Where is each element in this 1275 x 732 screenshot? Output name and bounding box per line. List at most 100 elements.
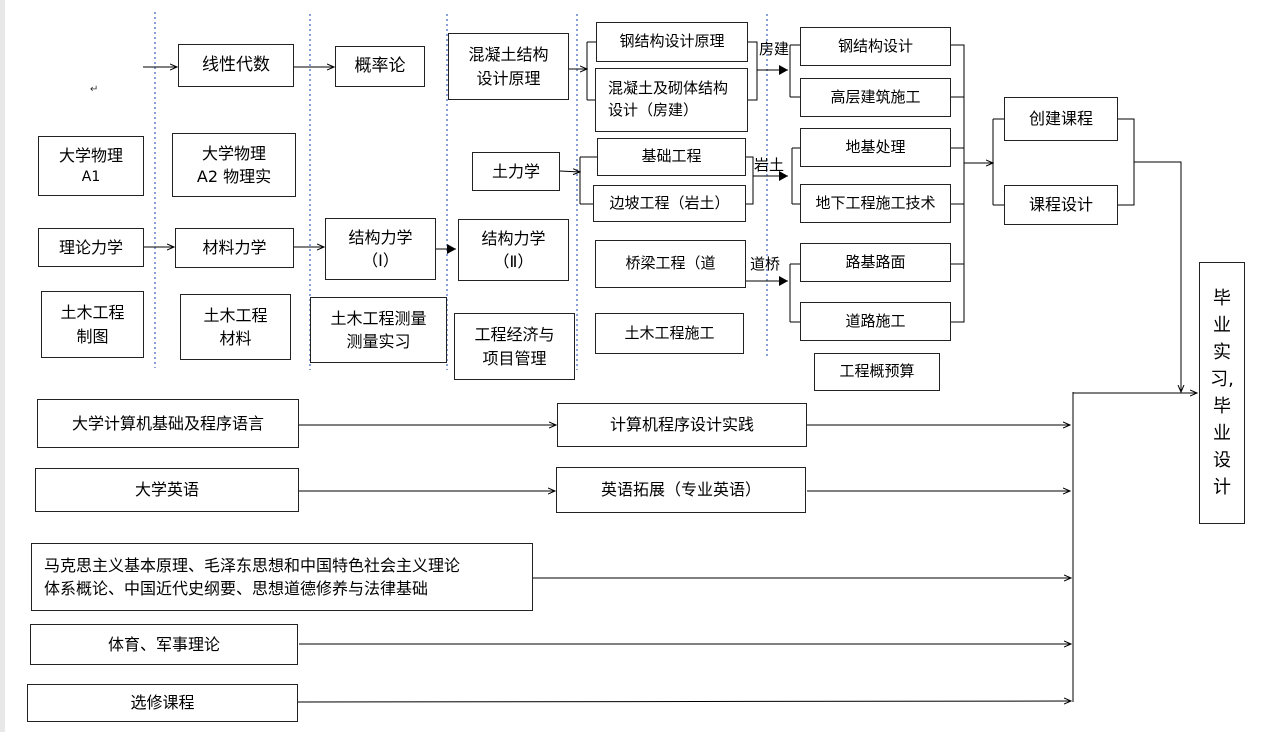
probability-box: 概率论 xyxy=(335,46,425,87)
physics-a1-line2: A1 xyxy=(81,169,101,186)
ground-treatment-box: 地基处理 xyxy=(800,128,951,167)
underground-construction-box: 地下工程施工技术 xyxy=(800,184,951,223)
graduation-char: 习, xyxy=(1210,369,1234,390)
physics-a1-box: 大学物理 A1 xyxy=(38,136,144,196)
civil-drawing-line2: 制图 xyxy=(76,326,109,346)
graduation-char: 设 xyxy=(1213,450,1231,471)
steel-principle-box: 钢结构设计原理 xyxy=(596,22,748,62)
surveying-box: 土木工程测量测量实习 xyxy=(310,297,447,363)
physics-a2-line1: 大学物理 xyxy=(201,143,266,163)
foundation-engineering-box: 基础工程 xyxy=(597,138,746,176)
structural-mechanics-2-box: 结构力学 （Ⅱ） xyxy=(458,219,569,281)
programming-practice-box: 计算机程序设计实践 xyxy=(557,403,807,447)
civil-construction-label: 土木工程施工 xyxy=(624,323,715,342)
computer-basics-label: 大学计算机基础及程序语言 xyxy=(71,413,264,433)
engineering-economics-line2: 项目管理 xyxy=(482,348,547,368)
civil-materials-line2: 材料 xyxy=(219,329,252,348)
english-extension-label: 英语拓展（专业英语） xyxy=(600,480,761,500)
highrise-construction-label: 高层建筑施工 xyxy=(830,87,921,106)
political-theory-box: 马克思主义基本原理、毛泽东思想和中国特色社会主义理论体系概论、中国近代史纲要、思… xyxy=(31,543,533,611)
concrete-principle-line2: 设计原理 xyxy=(476,68,541,88)
physics-a1-line1: 大学物理 xyxy=(58,146,123,166)
theoretical-mechanics-label: 理论力学 xyxy=(58,237,123,257)
political-theory-line1: 马克思主义基本原理、毛泽东思想和中国特色社会主义理论 xyxy=(44,555,461,575)
foundation-engineering-label: 基础工程 xyxy=(641,147,702,166)
concrete-masonry-line1: 混凝土及砌体结构 xyxy=(608,79,729,98)
surveying-line2: 测量实习 xyxy=(346,332,411,351)
electives-label: 选修课程 xyxy=(130,693,195,713)
course-project-label: 创建课程 xyxy=(1028,109,1093,129)
course-design-label: 课程设计 xyxy=(1028,195,1093,215)
concrete-principle-line1: 混凝土结构 xyxy=(468,45,549,65)
civil-materials-line1: 土木工程 xyxy=(203,305,268,325)
civil-construction-box: 土木工程施工 xyxy=(595,313,744,354)
course-project-box: 创建课程 xyxy=(1004,97,1118,141)
graduation-char: 业 xyxy=(1213,423,1231,444)
structural-mechanics-2-line1: 结构力学 xyxy=(481,228,546,248)
road-construction-box: 道路施工 xyxy=(800,302,951,341)
connectors xyxy=(143,41,1197,702)
probability-label: 概率论 xyxy=(354,56,406,77)
electives-box: 选修课程 xyxy=(27,684,298,722)
material-mechanics-box: 材料力学 xyxy=(175,228,294,268)
political-theory-line2: 体系概论、中国近代史纲要、思想道德修养与法律基础 xyxy=(44,579,429,598)
college-english-box: 大学英语 xyxy=(35,468,299,512)
civil-drawing-box: 土木工程制图 xyxy=(41,291,144,358)
road-construction-label: 道路施工 xyxy=(845,311,906,330)
window-edge xyxy=(0,0,5,732)
pe-military-label: 体育、军事理论 xyxy=(107,634,220,654)
engineering-economics-box: 工程经济与项目管理 xyxy=(454,313,575,380)
paragraph-mark: ↵ xyxy=(90,84,99,95)
graduation-char: 实 xyxy=(1213,342,1231,363)
linear-algebra-label: 线性代数 xyxy=(202,55,270,76)
branch-label-geotechnical: 岩土 xyxy=(754,156,785,174)
structural-mechanics-2-line2: （Ⅱ） xyxy=(493,252,534,271)
steel-design-box: 钢结构设计 xyxy=(800,27,951,66)
steel-principle-label: 钢结构设计原理 xyxy=(619,32,725,51)
bridge-engineering-box: 桥梁工程（道 xyxy=(595,240,746,288)
civil-materials-box: 土木工程材料 xyxy=(180,294,291,360)
subgrade-pavement-label: 路基路面 xyxy=(845,252,906,271)
budget-box: 工程概预算 xyxy=(814,353,940,391)
theoretical-mechanics-box: 理论力学 xyxy=(38,228,144,267)
programming-practice-label: 计算机程序设计实践 xyxy=(609,415,754,435)
slope-engineering-box: 边坡工程（岩土） xyxy=(593,185,746,222)
soil-mechanics-label: 土力学 xyxy=(491,161,540,181)
graduation-char: 计 xyxy=(1213,477,1231,498)
bridge-engineering-label: 桥梁工程（道 xyxy=(625,254,716,273)
highrise-construction-box: 高层建筑施工 xyxy=(800,78,951,117)
course-design-box: 课程设计 xyxy=(1004,185,1118,225)
underground-construction-label: 地下工程施工技术 xyxy=(815,193,936,212)
slope-engineering-label: 边坡工程（岩土） xyxy=(609,193,730,212)
engineering-economics-line1: 工程经济与 xyxy=(474,325,555,345)
ground-treatment-label: 地基处理 xyxy=(845,137,906,156)
structural-mechanics-1-line1: 结构力学 xyxy=(348,227,413,247)
material-mechanics-label: 材料力学 xyxy=(202,238,267,258)
budget-label: 工程概预算 xyxy=(839,362,915,381)
graduation-char: 毕 xyxy=(1213,288,1231,309)
physics-a2-line2: A2 物理实 xyxy=(196,167,272,186)
civil-drawing-line1: 土木工程 xyxy=(60,303,125,323)
english-extension-box: 英语拓展（专业英语） xyxy=(556,467,806,513)
soil-mechanics-box: 土力学 xyxy=(472,152,560,191)
computer-basics-box: 大学计算机基础及程序语言 xyxy=(37,399,299,448)
subgrade-pavement-box: 路基路面 xyxy=(800,243,951,282)
concrete-masonry-box: 混凝土及砌体结构设计（房建） xyxy=(595,68,748,132)
branch-label-building: 房建 xyxy=(759,40,790,58)
graduation-char: 毕 xyxy=(1213,396,1231,417)
graduation-box: 毕 业 实 习, 毕 业 设 计 xyxy=(1199,262,1245,524)
graduation-char: 业 xyxy=(1213,315,1231,336)
steel-design-label: 钢结构设计 xyxy=(837,36,913,55)
branch-label-road-bridge: 道桥 xyxy=(750,255,781,273)
linear-algebra-box: 线性代数 xyxy=(178,44,294,87)
structural-mechanics-1-box: 结构力学 （Ⅰ） xyxy=(325,218,436,280)
physics-a2-box: 大学物理 A2 物理实 xyxy=(172,133,296,197)
structural-mechanics-1-line2: （Ⅰ） xyxy=(362,251,399,270)
concrete-masonry-line2: 设计（房建） xyxy=(608,101,699,119)
surveying-line1: 土木工程测量 xyxy=(330,308,427,328)
concrete-principle-box: 混凝土结构设计原理 xyxy=(448,33,569,100)
pe-military-box: 体育、军事理论 xyxy=(30,624,298,665)
college-english-label: 大学英语 xyxy=(134,480,199,500)
